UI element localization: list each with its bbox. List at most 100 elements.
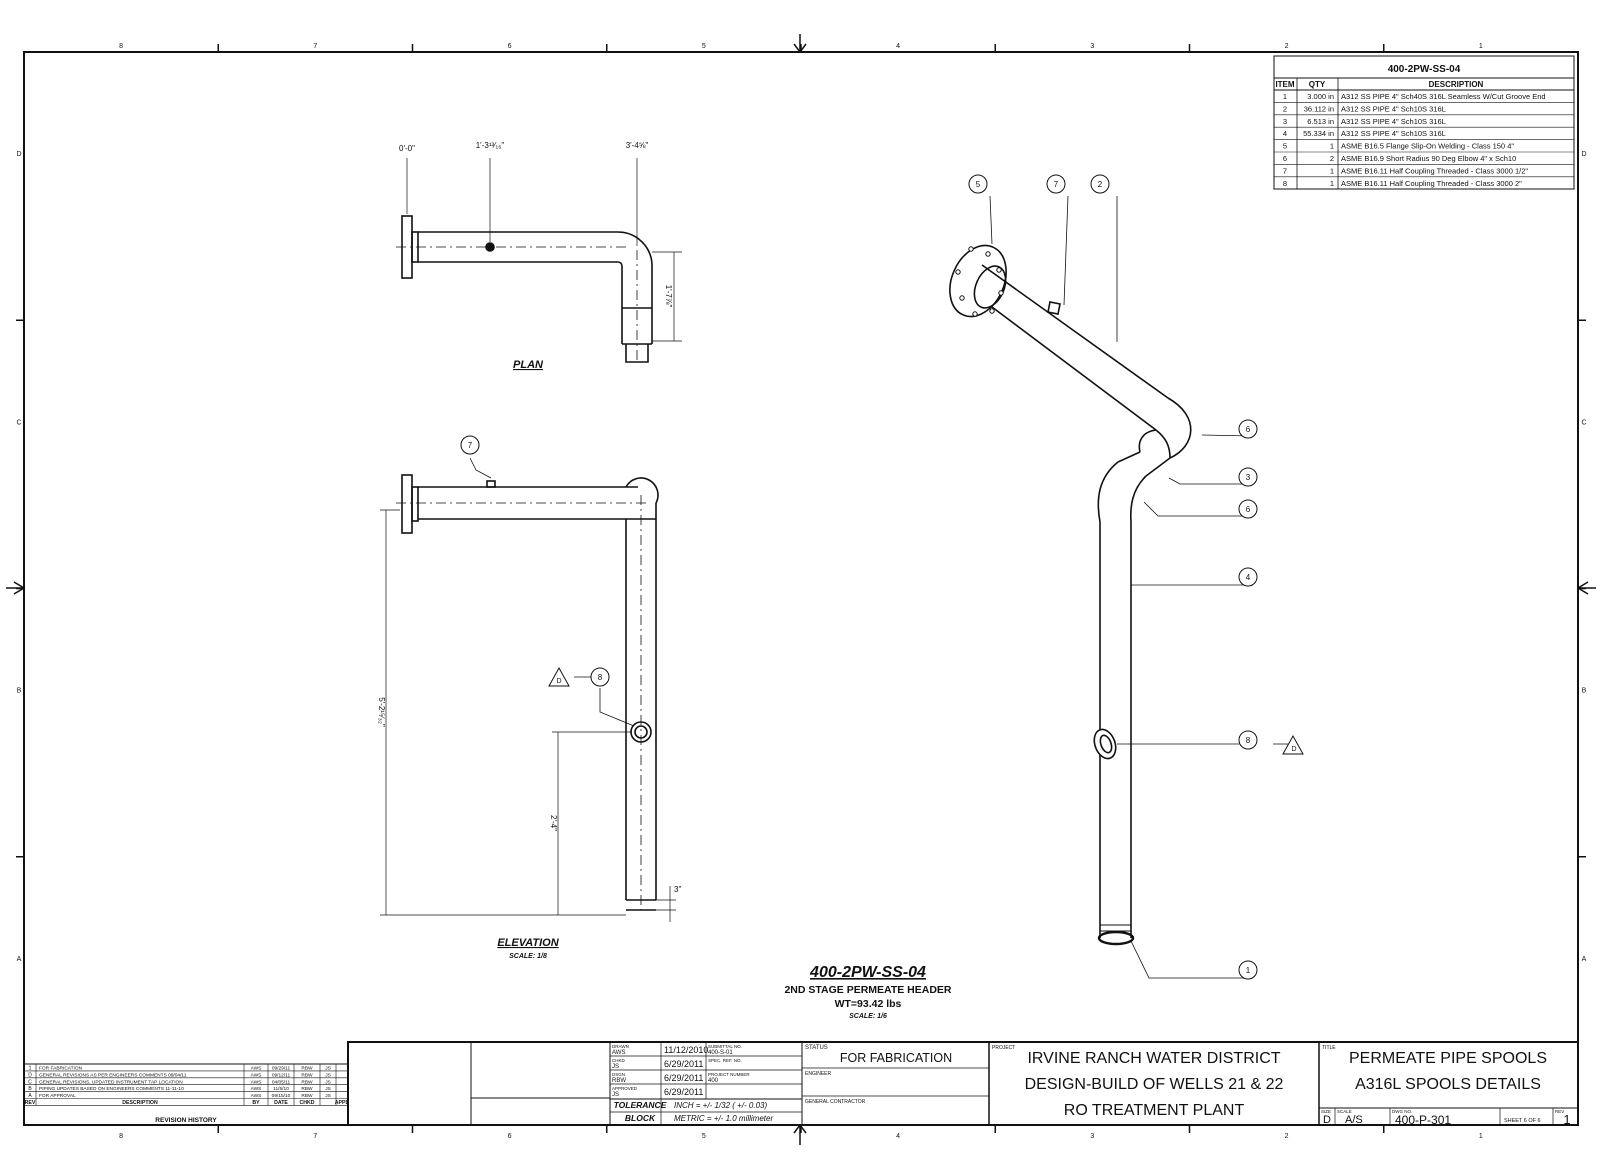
svg-text:8: 8 — [598, 673, 603, 682]
revision-header: REV — [25, 1100, 36, 1106]
tolerance-metric: METRIC = +/- 1.0 millimeter — [674, 1114, 773, 1123]
iso-balloon-3: 3 — [1238, 467, 1258, 487]
elevation-dim-0: 5'-2¹⁵⁄₃₂" — [377, 697, 386, 727]
svg-text:PIPING UPDATES BASED ON ENGINE: PIPING UPDATES BASED ON ENGINEERS COMMEN… — [39, 1086, 184, 1092]
date-value: 6/29/2011 — [664, 1073, 703, 1083]
svg-text:D: D — [556, 678, 561, 685]
elevation-dim-1: 2'-4" — [549, 815, 558, 831]
title-line-2: A316L SPOOLS DETAILS — [1355, 1076, 1541, 1093]
bom-cell-qty: 55.334 in — [1303, 129, 1334, 138]
svg-text:AWS: AWS — [251, 1086, 262, 1092]
iso-balloon-4: 4 — [1238, 567, 1258, 587]
iso-balloon-6: 6 — [1238, 499, 1258, 519]
zone-label-top: 5 — [702, 43, 706, 50]
ref-label: SPEC. REF. NO. — [708, 1058, 742, 1063]
iso-balloon-6: 6 — [1238, 419, 1258, 439]
zone-label-bottom: 8 — [119, 1133, 123, 1140]
zone-label-top: 3 — [1090, 43, 1094, 50]
iso-balloon-5: 5 — [968, 174, 988, 194]
svg-text:C: C — [28, 1079, 32, 1085]
iso-delta-marker: D — [1282, 734, 1304, 755]
svg-text:7: 7 — [468, 441, 473, 450]
scale-value: A/S — [1345, 1114, 1363, 1126]
svg-text:JS: JS — [325, 1072, 331, 1078]
gc-label: GENERAL CONTRACTOR — [805, 1099, 866, 1105]
bom-cell-item: 2 — [1283, 104, 1287, 113]
svg-text:JS: JS — [325, 1079, 331, 1085]
revision-header: DATE — [274, 1100, 288, 1106]
svg-text:5: 5 — [976, 180, 981, 189]
bom-cell-description: ASME B16.11 Half Coupling Threaded - Cla… — [1341, 166, 1528, 175]
title-block — [347, 1041, 1579, 1126]
spool-caption-title: 400-2PW-SS-04 — [809, 964, 926, 981]
plan-label: PLAN — [513, 359, 544, 371]
svg-text:RBW: RBW — [301, 1079, 313, 1085]
bom-cell-description: ASME B16.9 Short Radius 90 Deg Elbow 4" … — [1341, 154, 1516, 163]
bom-title: 400-2PW-SS-04 — [1388, 64, 1461, 75]
bom-cell-description: A312 SS PIPE 4" Sch10S 316L — [1341, 117, 1446, 126]
date-value: 11/12/2010 — [664, 1045, 708, 1055]
initials: JS — [612, 1092, 619, 1098]
bom-cell-item: 4 — [1283, 129, 1287, 138]
zone-label-top: 6 — [508, 43, 512, 50]
date-label: APPROVED — [612, 1086, 638, 1091]
bom-cell-description: A312 SS PIPE 4" Sch40S 316L Seamless W/C… — [1341, 92, 1546, 101]
tolerance-label-1: TOLERANCE — [614, 1100, 667, 1110]
svg-text:1: 1 — [1246, 966, 1251, 975]
zone-label-bottom: 3 — [1090, 1133, 1094, 1140]
svg-text:AWS: AWS — [251, 1072, 262, 1078]
svg-text:D: D — [1291, 746, 1296, 753]
status-value: FOR FABRICATION — [840, 1051, 952, 1065]
elevation-balloon-7: 7 — [460, 435, 480, 455]
svg-text:AWS: AWS — [251, 1079, 262, 1085]
date-label: DRAWN — [612, 1044, 629, 1049]
svg-text:6: 6 — [1246, 425, 1251, 434]
svg-text:FOR FABRICATION: FOR FABRICATION — [39, 1066, 83, 1072]
zone-label-top: 2 — [1285, 43, 1289, 50]
zone-label-bottom: 5 — [702, 1133, 706, 1140]
plan-dim-1: 1'-3¹³⁄₁₆" — [476, 141, 505, 150]
elevation-label: ELEVATION — [497, 937, 559, 949]
zone-label-bottom: 2 — [1285, 1133, 1289, 1140]
bom-cell-description: ASME B16.5 Flange Slip-On Welding - Clas… — [1341, 142, 1514, 151]
bom-cell-description: ASME B16.11 Half Coupling Threaded - Cla… — [1341, 179, 1522, 188]
date-label: DSGN — [612, 1072, 625, 1077]
center-arrow-right — [1576, 581, 1596, 595]
svg-text:2: 2 — [1098, 180, 1103, 189]
revision-history-footer: REVISION HISTORY — [155, 1117, 217, 1124]
bom-cell-item: 1 — [1283, 92, 1287, 101]
svg-text:GENERAL REVISIONS AS PER ENGIN: GENERAL REVISIONS AS PER ENGINEERS COMME… — [39, 1072, 187, 1078]
iso-balloon-2: 2 — [1090, 174, 1110, 194]
svg-text:4: 4 — [1246, 573, 1251, 582]
date-label: CHKD — [612, 1058, 626, 1063]
bom-cell-description: A312 SS PIPE 4" Sch10S 316L — [1341, 104, 1446, 113]
revision-header: DESCRIPTION — [122, 1100, 158, 1106]
plan-view — [396, 158, 682, 363]
svg-text:11/5/10: 11/5/10 — [273, 1086, 289, 1092]
tolerance-label-2: BLOCK — [625, 1113, 656, 1123]
revision-header: BY — [252, 1100, 260, 1106]
project-line-2: DESIGN-BUILD OF WELLS 21 & 22 — [1025, 1076, 1284, 1093]
sheet-value: SHEET 6 OF 6 — [1504, 1118, 1541, 1124]
center-arrow-top — [793, 34, 807, 54]
svg-text:09/12/11: 09/12/11 — [272, 1072, 291, 1078]
svg-text:FOR APPROVAL: FOR APPROVAL — [39, 1093, 76, 1099]
date-value: 6/29/2011 — [664, 1059, 703, 1069]
elevation-flange — [401, 474, 413, 534]
ref-label: SUBMITTAL NO. — [708, 1044, 742, 1049]
svg-text:RBW: RBW — [301, 1066, 313, 1072]
zone-label-left: B — [17, 688, 22, 695]
zone-label-top: 1 — [1479, 43, 1483, 50]
spool-caption-subtitle: 2ND STAGE PERMEATE HEADER — [784, 984, 951, 996]
zone-label-left: C — [16, 419, 21, 426]
bom-header-item: ITEM — [1275, 80, 1294, 89]
svg-text:09/15/10: 09/15/10 — [272, 1093, 291, 1099]
